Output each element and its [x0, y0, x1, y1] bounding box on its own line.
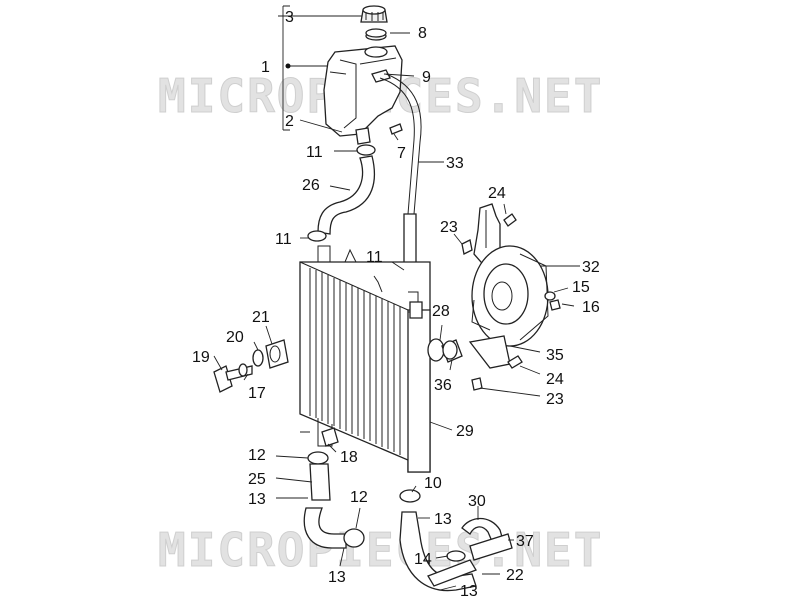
- callout-23-upper: 23: [440, 219, 458, 236]
- callout-23-lower: 23: [546, 391, 564, 408]
- callout-32: 32: [582, 259, 600, 276]
- tank-outlet-nipple: [371, 69, 391, 83]
- callout-16: 16: [582, 299, 600, 316]
- washer-17: [238, 363, 248, 377]
- callout-11-upper: 11: [306, 144, 323, 161]
- hose-37: [469, 533, 513, 561]
- cap-seal: [365, 28, 387, 41]
- hose-clamp-upper: [356, 144, 376, 156]
- bolt-24-lower: [507, 355, 523, 369]
- bracket-22: [427, 559, 477, 587]
- callout-33: 33: [446, 155, 464, 172]
- hose-clamp-12-bottom: [343, 528, 365, 548]
- watermark-bottom: MICROPIECES.NET: [158, 523, 603, 577]
- hose-25: [309, 463, 331, 501]
- callout-26: 26: [302, 177, 320, 194]
- callout-1: 1: [261, 59, 270, 76]
- tank-neck: [364, 46, 388, 58]
- cap-36: [441, 339, 463, 363]
- hose-clamp-left: [307, 230, 327, 242]
- callout-13-bottom: 13: [328, 569, 346, 586]
- radiator: [299, 245, 431, 473]
- hose-clamp-14: [446, 550, 466, 562]
- callout-35: 35: [546, 347, 564, 364]
- callout-37: 37: [516, 533, 534, 550]
- callout-30: 30: [468, 493, 486, 510]
- overflow-hose: [379, 73, 422, 215]
- washer-20: [252, 349, 264, 367]
- callout-20: 20: [226, 329, 244, 346]
- callout-8: 8: [418, 25, 427, 42]
- spigot-18: [321, 427, 339, 447]
- leader-lines: [213, 5, 580, 591]
- callout-24-upper: 24: [488, 185, 506, 202]
- callout-14: 14: [414, 551, 432, 568]
- callout-13-lower-right: 13: [460, 583, 478, 600]
- tank-bolt: [389, 123, 403, 135]
- elbow-hose-13-right: [399, 511, 477, 592]
- bolt-24-upper: [503, 213, 517, 227]
- clip-23-upper: [461, 239, 473, 255]
- callout-13-right: 13: [434, 511, 452, 528]
- callout-9: 9: [422, 69, 431, 86]
- callout-21: 21: [252, 309, 270, 326]
- hose-clamp-10: [399, 489, 421, 503]
- callout-3: 3: [285, 9, 294, 26]
- tank-bottom-outlet: [355, 127, 371, 145]
- callout-11-left: 11: [275, 231, 292, 248]
- radiator-filler-hose: [403, 213, 417, 267]
- callout-36: 36: [434, 377, 452, 394]
- expansion-tank: [323, 45, 403, 137]
- oring-28: [427, 338, 445, 362]
- grommet-21: [265, 339, 289, 369]
- tank-cap: [360, 5, 388, 23]
- callout-19: 19: [192, 349, 210, 366]
- upper-hose: [317, 155, 376, 235]
- callout-12-left: 12: [248, 447, 266, 464]
- callout-25: 25: [248, 471, 266, 488]
- callout-17: 17: [248, 385, 266, 402]
- fan-shroud: [471, 245, 549, 347]
- hose-clamp-12-left: [307, 451, 329, 465]
- callout-7: 7: [397, 145, 406, 162]
- callout-15: 15: [572, 279, 590, 296]
- nut-16: [549, 299, 561, 311]
- callout-10: 10: [424, 475, 442, 492]
- callout-28: 28: [432, 303, 450, 320]
- callout-2: 2: [285, 113, 294, 130]
- nut-15: [544, 291, 556, 301]
- callout-22: 22: [506, 567, 524, 584]
- callout-11-right: 11: [366, 249, 383, 266]
- callout-12-bottom: 12: [350, 489, 368, 506]
- callout-24-lower: 24: [546, 371, 564, 388]
- callout-29: 29: [456, 423, 474, 440]
- fan-lower-bracket: [468, 335, 511, 369]
- callout-18: 18: [340, 449, 358, 466]
- callout-13-left: 13: [248, 491, 266, 508]
